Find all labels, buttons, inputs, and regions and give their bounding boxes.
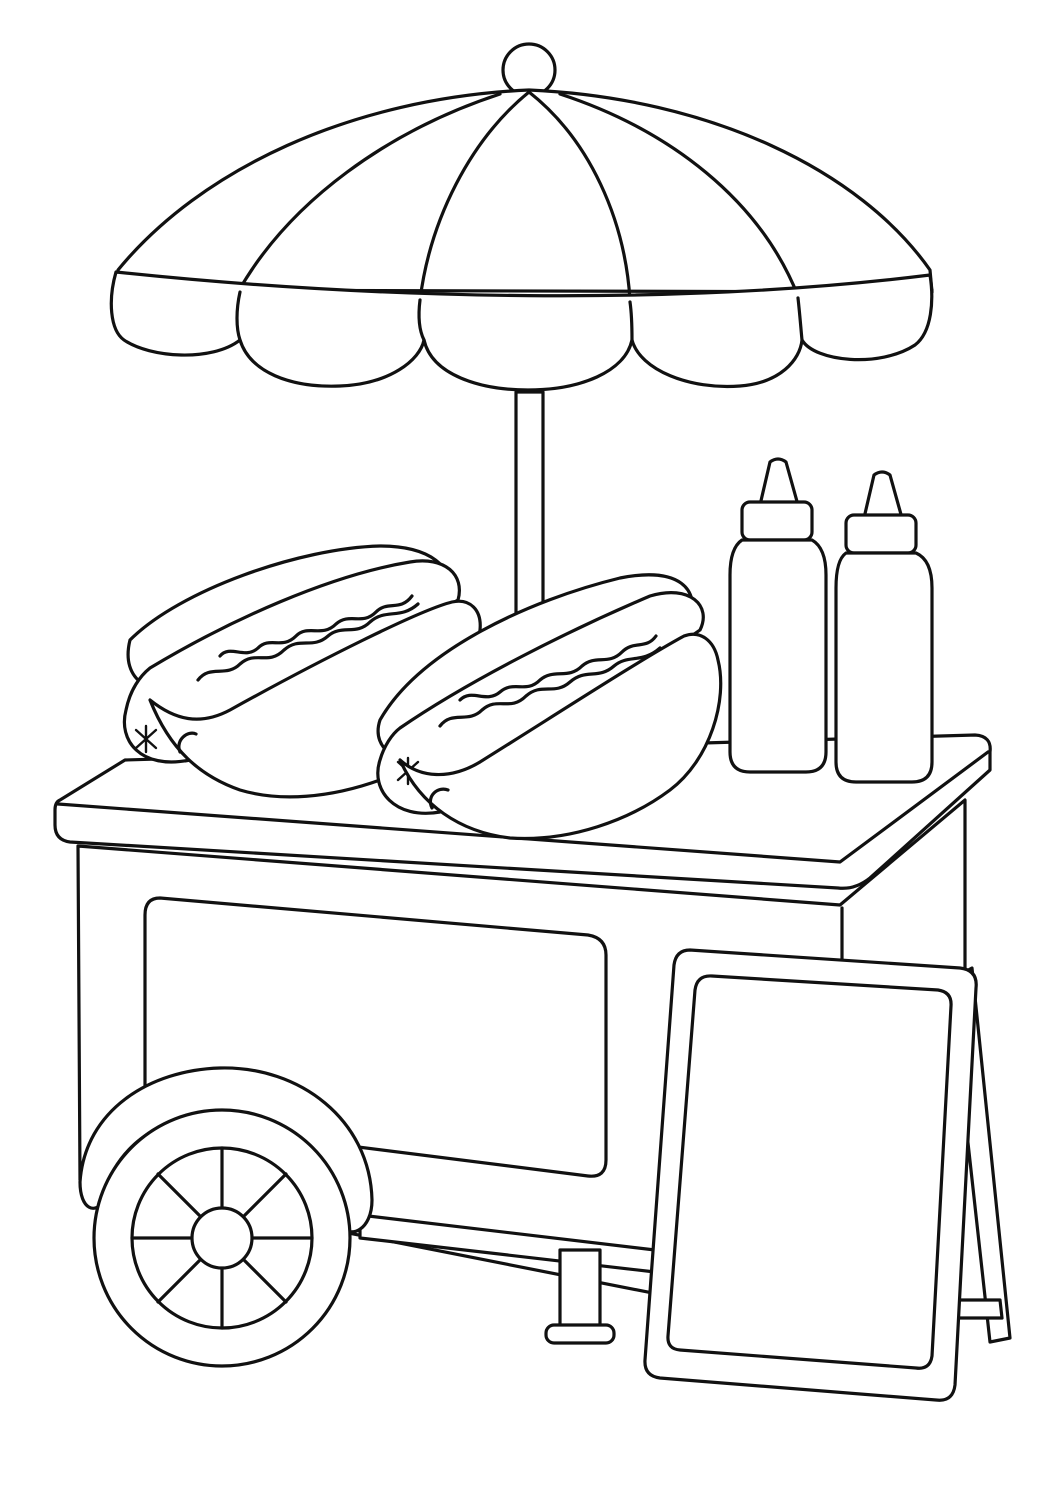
cart-leg-foot: [544, 1323, 616, 1345]
umbrella-finial: [501, 42, 557, 98]
hot-dog-right-sausage: [376, 591, 705, 815]
hot-dog-left-mustard: [218, 594, 414, 658]
sign-board-panel: [666, 974, 953, 1370]
hot-dog-right-front-bun: [398, 632, 723, 841]
wheel-hub: [190, 1206, 254, 1270]
condiment-bottle-right: [834, 470, 934, 784]
umbrella-canopy: [116, 88, 934, 294]
hot-dog-right: [376, 573, 723, 841]
wheel: [78, 1066, 374, 1368]
umbrella: [109, 42, 934, 392]
hot-dog-left-end-mark: [134, 724, 158, 754]
cart-leg: [558, 1248, 602, 1332]
condiment-bottle-left: [728, 457, 828, 774]
hot-dog-right-mustard: [458, 634, 658, 702]
umbrella-pole: [514, 390, 545, 619]
sandwich-board-sign: [643, 948, 1012, 1402]
